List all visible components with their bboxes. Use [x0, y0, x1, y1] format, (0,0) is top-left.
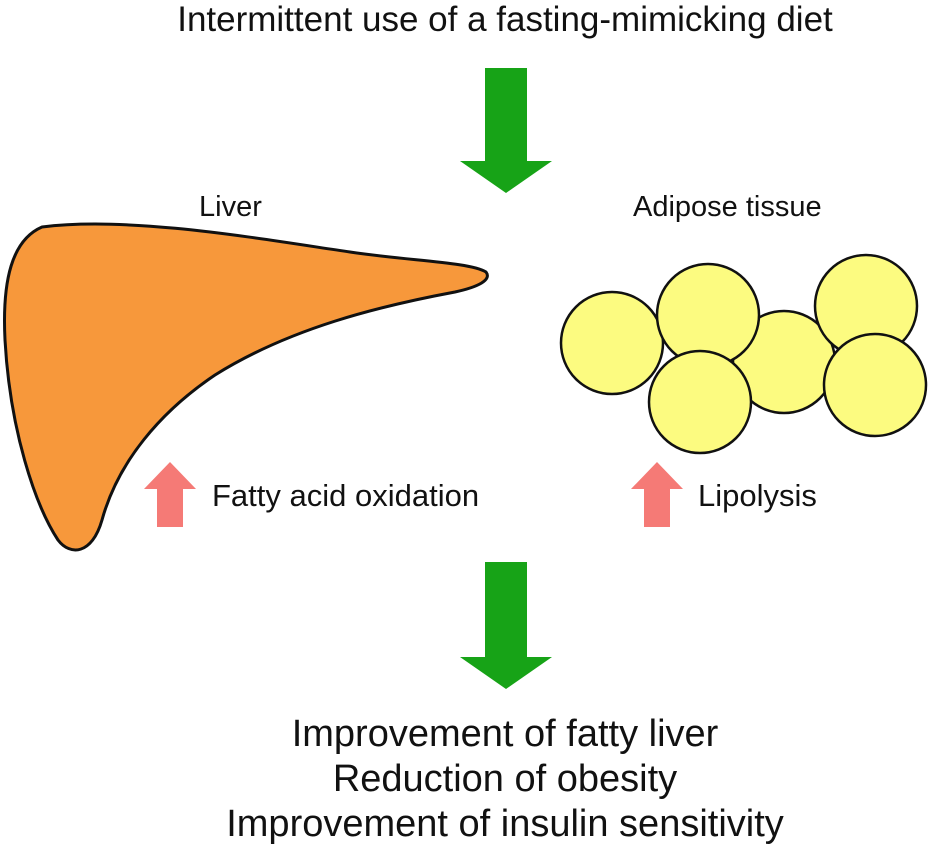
fatty-acid-oxidation-label: Fatty acid oxidation: [212, 478, 480, 513]
diagram-title: Intermittent use of a fasting-mimicking …: [177, 0, 833, 39]
outcome-item: Reduction of obesity: [332, 758, 678, 800]
adipocyte: [822, 332, 928, 438]
adipocyte: [647, 349, 753, 455]
down-arrow-top: [460, 68, 552, 193]
liver-label: Liver: [199, 191, 262, 223]
outcome-item: Improvement of insulin sensitivity: [226, 803, 784, 845]
outcomes-list: Improvement of fatty liver Reduction of …: [0, 712, 932, 847]
adipose-label: Adipose tissue: [633, 191, 822, 223]
down-arrow-bottom: [460, 562, 552, 689]
liver-shape: [3, 222, 489, 552]
lipolysis-label: Lipolysis: [698, 478, 817, 513]
outcome-item: Improvement of fatty liver: [291, 713, 719, 755]
adipose-cells: [559, 253, 928, 455]
adipocyte: [559, 290, 665, 396]
up-arrow-adipose: [631, 462, 683, 527]
up-arrow-liver: [144, 462, 196, 527]
